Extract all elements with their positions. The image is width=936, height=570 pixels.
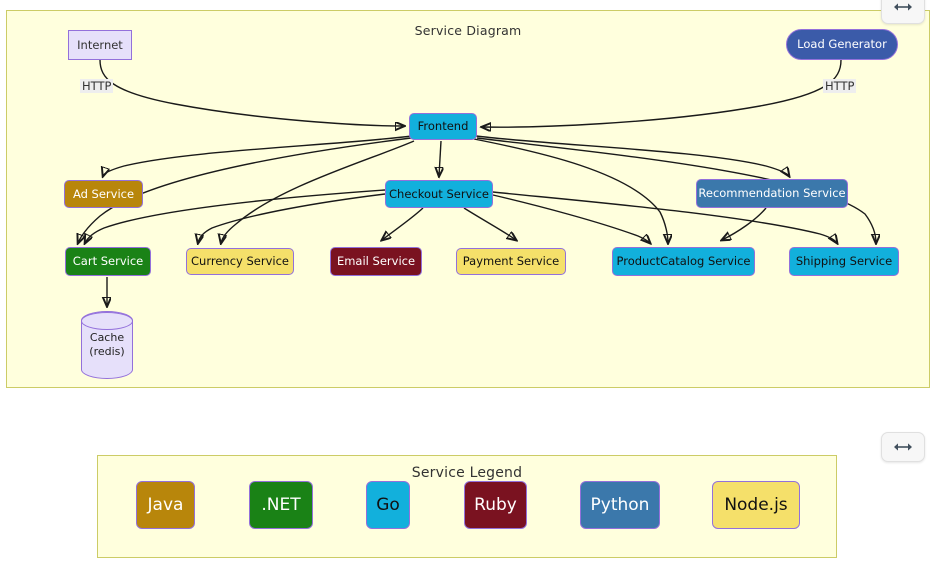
legend-item-label: .NET	[261, 495, 301, 515]
service-node-label: Frontend	[417, 119, 469, 134]
service-node-internet[interactable]: Internet	[68, 30, 132, 60]
service-node-label: Recommendation Service	[698, 186, 846, 201]
legend-item-label: Go	[376, 495, 400, 515]
legend-item-ruby[interactable]: Ruby	[464, 481, 527, 529]
diagram-title: Service Diagram	[414, 23, 522, 38]
legend-item-label: Ruby	[474, 495, 517, 515]
service-node-label: ProductCatalog Service	[616, 254, 751, 269]
database-label-line2: (redis)	[89, 345, 125, 358]
horizontal-resize-icon	[893, 441, 913, 453]
service-node-checkout[interactable]: Checkout Service	[385, 180, 493, 208]
database-node-label: Cache(redis)	[89, 331, 124, 359]
database-node-cache[interactable]: Cache(redis)	[81, 311, 133, 379]
service-node-label: Checkout Service	[389, 186, 489, 201]
legend-title: Service Legend	[411, 465, 523, 481]
legend-item-nodejs[interactable]: Node.js	[712, 481, 800, 529]
horizontal-resize-icon	[893, 1, 913, 13]
edge-label-http-internet: HTTP	[80, 79, 114, 93]
service-node-label: Ad Service	[72, 186, 135, 201]
diagram-resize-handle[interactable]	[881, 0, 925, 24]
service-node-label: Load Generator	[797, 37, 887, 52]
service-node-recommendation[interactable]: Recommendation Service	[696, 179, 848, 208]
service-node-cartservice[interactable]: Cart Service	[65, 247, 151, 276]
legend-item-python[interactable]: Python	[580, 481, 660, 529]
service-node-shipping[interactable]: Shipping Service	[789, 247, 899, 276]
service-node-frontend[interactable]: Frontend	[409, 113, 477, 140]
legend-item-dotnet[interactable]: .NET	[249, 481, 313, 529]
service-node-adservice[interactable]: Ad Service	[64, 180, 143, 208]
service-node-label: Email Service	[336, 254, 416, 269]
service-node-label: Cart Service	[72, 254, 144, 269]
service-node-email[interactable]: Email Service	[330, 247, 422, 276]
legend-item-label: Java	[147, 495, 184, 515]
legend-item-label: Node.js	[724, 495, 788, 515]
service-node-label: Currency Service	[191, 254, 289, 269]
service-node-payment[interactable]: Payment Service	[456, 248, 566, 275]
legend-item-java[interactable]: Java	[136, 481, 195, 529]
database-label-line1: Cache	[89, 331, 125, 345]
service-node-label: Payment Service	[462, 254, 560, 269]
service-node-label: Internet	[77, 37, 123, 52]
legend-resize-handle[interactable]	[881, 432, 925, 462]
service-node-loadgenerator[interactable]: Load Generator	[786, 29, 898, 60]
service-node-currency[interactable]: Currency Service	[186, 248, 294, 275]
edge-label-http-loadgen: HTTP	[823, 79, 857, 93]
service-node-productcatalog[interactable]: ProductCatalog Service	[612, 247, 755, 276]
service-node-label: Shipping Service	[795, 254, 893, 269]
legend-item-label: Python	[590, 495, 650, 515]
legend-item-go[interactable]: Go	[366, 481, 410, 529]
